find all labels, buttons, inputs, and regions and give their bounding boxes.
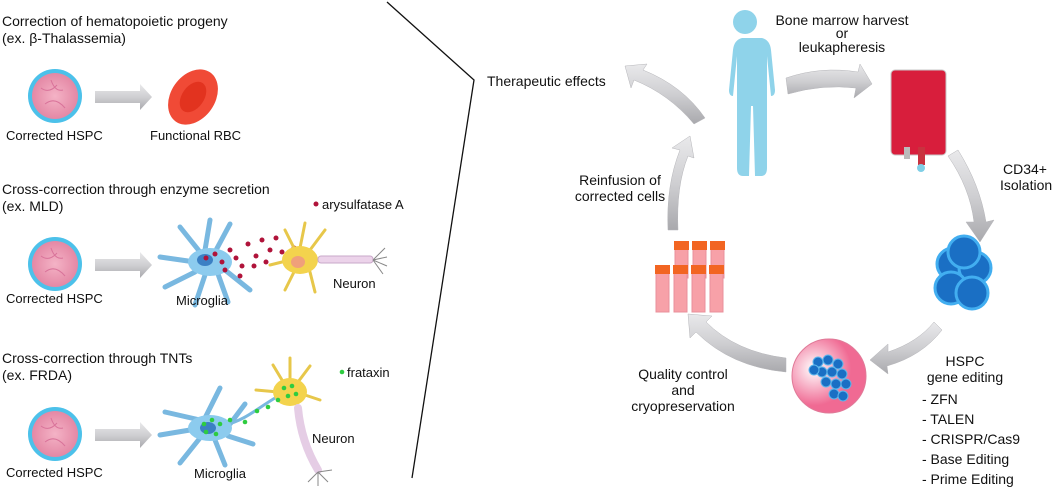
patient-silhouette-icon xyxy=(728,10,775,176)
right-arrow-icon-2 xyxy=(95,252,152,278)
blood-bag-icon xyxy=(890,69,947,172)
isolation-line-1: CD34+ xyxy=(1003,161,1047,177)
section3-microglia-label: Microglia xyxy=(194,466,247,481)
frataxin-dots xyxy=(201,383,299,437)
arrow-bag-to-isolation xyxy=(947,149,995,243)
section3-source-label: Corrected HSPC xyxy=(6,465,103,480)
step-harvest-label: Bone marrow harvest or leukapheresis xyxy=(762,12,922,55)
section1-subtitle: (ex. β-Thalassemia) xyxy=(2,30,126,46)
step-effects-label: Therapeutic effects xyxy=(487,73,606,89)
harvest-line-1: Bone marrow harvest xyxy=(775,12,909,28)
section2-legend-label: arysulfatase A xyxy=(322,197,404,212)
reinfusion-line-1: Reinfusion of xyxy=(579,172,661,188)
method-prime-editing: - Prime Editing xyxy=(922,471,1014,487)
step-qc-label: Quality control and cryopreservation xyxy=(628,366,738,414)
hspc-cluster-icon xyxy=(933,234,993,311)
section2-subtitle: (ex. MLD) xyxy=(2,198,64,214)
microglia-icon-3 xyxy=(157,385,277,468)
bracket-line xyxy=(386,1,475,479)
qc-line-2: and xyxy=(671,382,695,398)
section2-microglia-label: Microglia xyxy=(176,293,229,308)
method-talen: - TALEN xyxy=(922,411,975,427)
harvest-line-2: or xyxy=(835,25,849,41)
section3-title: Cross-correction through TNTs xyxy=(2,350,193,366)
microglia-icon-2 xyxy=(157,217,253,308)
section2-source-label: Corrected HSPC xyxy=(6,291,103,306)
harvest-line-3: leukapheresis xyxy=(798,39,886,55)
culture-dish-icon xyxy=(791,338,867,414)
editing-line-2: gene editing xyxy=(926,369,1004,385)
corrected-hspc-icon-3 xyxy=(28,407,82,461)
neuron-icon-3 xyxy=(254,356,333,486)
arrow-isolation-to-editing xyxy=(869,321,943,375)
section1-source-label: Corrected HSPC xyxy=(6,128,103,143)
arrow-dish-to-vials xyxy=(687,313,787,373)
section1-title: Correction of hematopoietic progeny xyxy=(2,13,228,29)
corrected-hspc-icon-1 xyxy=(28,69,82,123)
section1-target-label: Functional RBC xyxy=(150,128,242,143)
method-zfn: - ZFN xyxy=(922,391,958,407)
arrow-harvest-to-bag xyxy=(785,63,873,99)
reinfusion-line-2: corrected cells xyxy=(574,188,666,204)
cryovials-icon xyxy=(655,241,725,313)
section2-neuron-label: Neuron xyxy=(333,276,376,291)
method-crispr: - CRISPR/Cas9 xyxy=(922,431,1021,447)
qc-line-1: Quality control xyxy=(638,366,728,382)
isolation-line-2: Isolation xyxy=(1000,177,1052,193)
arysulfatase-legend-dot xyxy=(313,201,319,207)
right-arrow-icon-3 xyxy=(95,422,152,448)
section2-title: Cross-correction through enzyme secretio… xyxy=(2,181,270,197)
qc-line-3: cryopreservation xyxy=(631,398,735,414)
method-base-editing: - Base Editing xyxy=(922,451,1010,467)
corrected-hspc-icon-2 xyxy=(28,237,82,291)
step-reinfusion-label: Reinfusion of corrected cells xyxy=(565,172,675,204)
editing-line-1: HSPC xyxy=(945,353,985,369)
frataxin-legend-dot xyxy=(339,369,345,375)
section3-subtitle: (ex. FRDA) xyxy=(2,367,72,383)
arrow-vials-to-patient xyxy=(667,135,695,231)
red-blood-cell-icon xyxy=(168,69,218,125)
step-isolation-label: CD34+ Isolation xyxy=(1000,161,1052,193)
right-arrow-icon-1 xyxy=(95,84,152,110)
editing-methods-list: - ZFN - TALEN - CRISPR/Cas9 - Base Editi… xyxy=(922,389,1020,489)
section3-legend-label: frataxin xyxy=(347,365,390,380)
section3-neuron-label: Neuron xyxy=(312,431,355,446)
neuron-icon-2 xyxy=(268,221,388,294)
step-editing-title: HSPC gene editing xyxy=(918,353,1012,385)
arrow-patient-to-effects xyxy=(624,63,706,125)
